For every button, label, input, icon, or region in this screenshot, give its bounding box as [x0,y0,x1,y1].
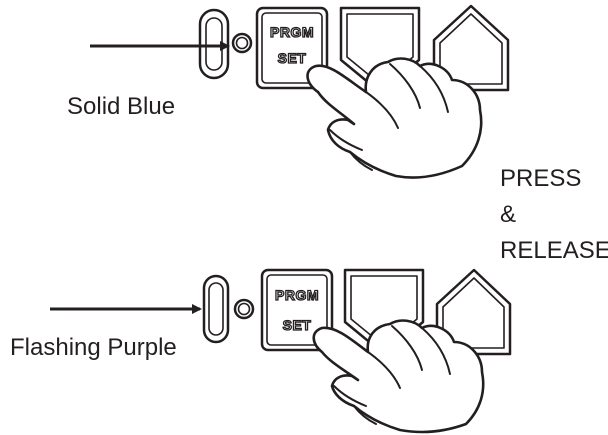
set-key-label: SET [283,317,312,333]
led-indicator-slot [202,274,230,344]
prgm-set-button[interactable]: PRGM SET [260,268,334,352]
instruction-line-press: PRESS [500,165,581,192]
pressing-hand-icon [312,319,485,434]
led-light-icon [233,298,255,320]
instruction-line-ampersand: & [500,201,516,228]
state-label: Solid Blue [67,93,175,120]
prgm-key-label: PRGM [275,287,319,303]
state-label: Flashing Purple [10,334,177,361]
up-arrow-button[interactable] [432,4,510,92]
led-indicator-slot [198,8,230,80]
panel-flashing-purple: Flashing Purple PRGM SET [10,268,512,434]
panel-solid-blue: Solid Blue PRGM SET [67,4,510,179]
prgm-key-label: PRGM [270,24,314,40]
instruction-line-release: RELEASE [500,237,608,264]
led-light-icon [231,32,253,54]
pressing-hand-icon [306,57,483,179]
prgm-set-button[interactable]: PRGM SET [255,6,329,90]
set-key-label: SET [278,50,307,66]
press-release-instruction: PRESS & RELEASE [500,165,608,264]
